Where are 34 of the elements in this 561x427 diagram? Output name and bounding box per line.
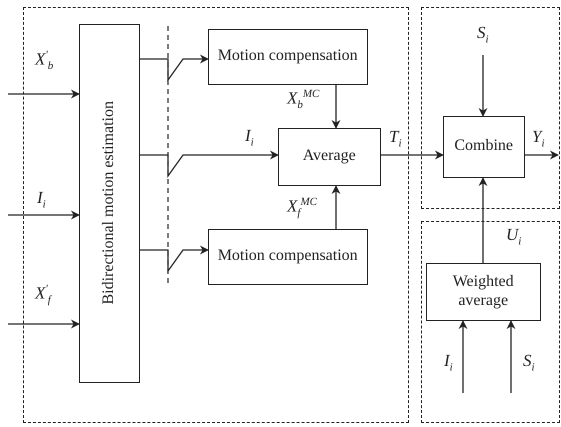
box-label: Combine: [454, 137, 514, 156]
edge-label: I$_{i}$: [443, 352, 454, 374]
box-label: Weighted average: [452, 273, 515, 310]
arrow: [381, 150, 444, 160]
arrow: [140, 54, 209, 82]
edge-label: T$_{i}$: [388, 128, 403, 150]
edge-label: S$_{i}$: [522, 352, 536, 374]
box-label: Bidirectional motion estimation: [100, 101, 118, 305]
arrow: [478, 55, 488, 117]
arrow: [506, 320, 516, 393]
process-box: [78, 24, 140, 383]
process-box: [208, 28, 368, 85]
process-box: [278, 128, 381, 186]
arrow: [8, 320, 80, 328]
box-label: Motion compensation: [218, 247, 358, 266]
arrow: [525, 150, 559, 160]
arrow: [140, 150, 279, 178]
arrow: [478, 177, 488, 263]
arrow: [332, 185, 340, 229]
edge-label: U$_{i}$: [505, 226, 522, 248]
process-box: [426, 262, 541, 321]
arrow: [8, 90, 80, 98]
edge-label: Y$_{i}$: [531, 128, 546, 150]
process-box: [208, 228, 368, 285]
box-label: Average: [302, 147, 356, 166]
arrow: [140, 246, 209, 274]
arrow: [458, 320, 468, 393]
edge-label: S$_{i}$: [476, 24, 490, 46]
edge-label: I$_{i}$: [36, 189, 47, 210]
edge-label: I$_{i}$: [244, 127, 255, 148]
arrow: [8, 210, 80, 220]
box-label: Motion compensation: [218, 47, 358, 66]
arrow: [332, 85, 340, 129]
process-box: [442, 116, 525, 178]
